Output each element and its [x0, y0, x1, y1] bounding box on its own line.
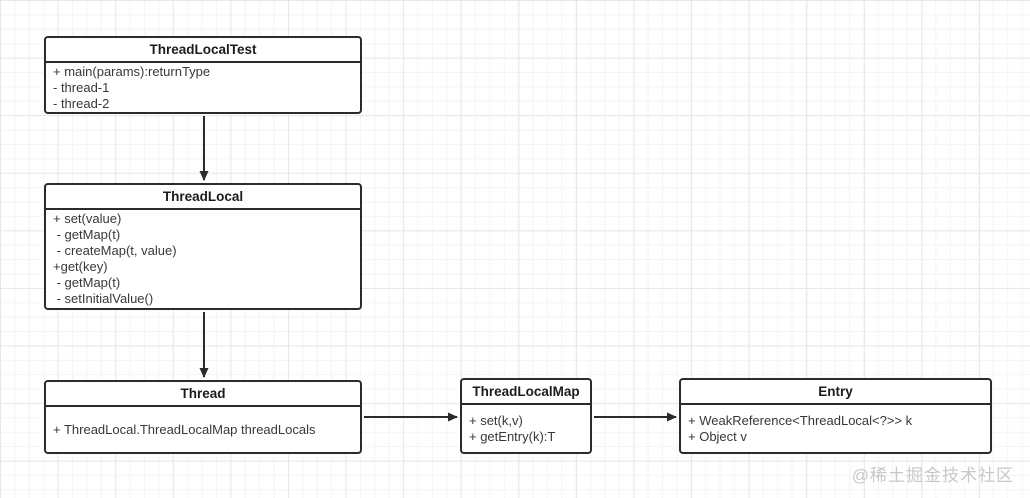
class-member: + WeakReference<ThreadLocal<?>> k [688, 412, 913, 428]
class-member: + set(k,v) [469, 412, 523, 428]
class-member: + Object v [688, 428, 747, 444]
class-member: + set(value) [53, 211, 122, 226]
class-member: - thread-1 [53, 79, 110, 95]
class-member: - setInitialValue() [53, 291, 154, 306]
class-member-list: + set(k,v) + getEntry(k):T [462, 405, 590, 452]
class-member: + main(params):returnType [53, 63, 211, 79]
class-box-entry: Entry + WeakReference<ThreadLocal<?>> k … [679, 378, 992, 454]
class-box-thread: Thread + ThreadLocal.ThreadLocalMap thre… [44, 380, 362, 454]
class-member-list: + ThreadLocal.ThreadLocalMap threadLocal… [46, 407, 360, 452]
class-box-threadlocaltest: ThreadLocalTest + main(params):returnTyp… [44, 36, 362, 114]
class-title: Thread [46, 382, 360, 407]
class-member: - getMap(t) [53, 275, 121, 290]
site-watermark: @稀土掘金技术社区 [851, 466, 1014, 485]
class-member: + getEntry(k):T [469, 428, 556, 444]
class-member: + ThreadLocal.ThreadLocalMap threadLocal… [53, 421, 316, 437]
class-box-threadlocalmap: ThreadLocalMap + set(k,v) + getEntry(k):… [460, 378, 592, 454]
class-member-list: + WeakReference<ThreadLocal<?>> k + Obje… [681, 405, 990, 452]
class-title: Entry [681, 380, 990, 405]
class-member: - thread-2 [53, 95, 110, 111]
class-title: ThreadLocalTest [46, 38, 360, 63]
class-member: - createMap(t, value) [53, 243, 177, 258]
class-title: ThreadLocalMap [462, 380, 590, 405]
class-member: +get(key) [53, 259, 108, 274]
class-box-threadlocal: ThreadLocal + set(value) - getMap(t) - c… [44, 183, 362, 310]
class-member-list: + set(value) - getMap(t) - createMap(t, … [46, 210, 360, 308]
class-member: - getMap(t) [53, 227, 121, 242]
class-title: ThreadLocal [46, 185, 360, 210]
class-member-list: + main(params):returnType - thread-1 - t… [46, 63, 360, 112]
